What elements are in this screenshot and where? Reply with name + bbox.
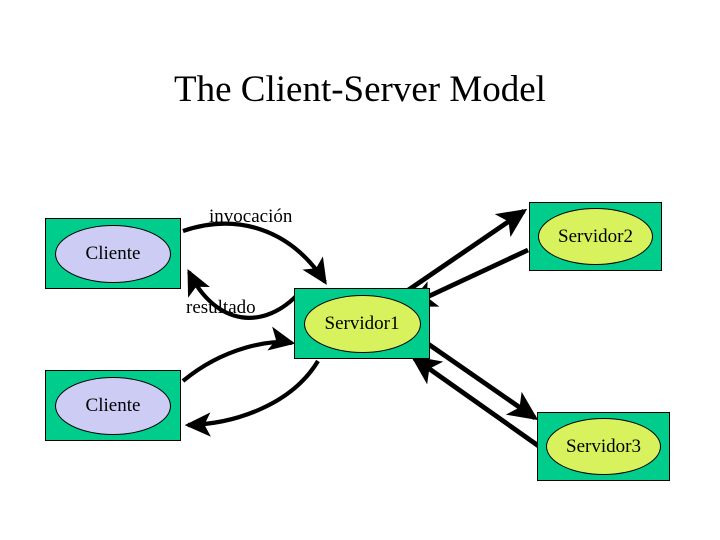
node-cliente-top[interactable]: Cliente: [45, 218, 181, 289]
arrow-servidor1-to-cliente-bottom: [184, 359, 320, 437]
node-servidor1-ellipse: Servidor1: [303, 294, 421, 353]
node-servidor1-label: Servidor1: [324, 312, 400, 334]
arrow-servidor3-to-servidor1: [410, 355, 542, 449]
node-servidor2[interactable]: Servidor2: [529, 202, 662, 271]
arrow-cliente-bottom-to-servidor1: [181, 326, 296, 383]
edge-label-resultado: resultado: [186, 297, 256, 318]
arrow-servidor1-to-servidor2: [402, 208, 528, 295]
node-servidor3-ellipse: Servidor3: [546, 418, 661, 475]
node-servidor2-ellipse: Servidor2: [538, 208, 653, 265]
edge-label-invocacion: invocación: [209, 206, 293, 227]
node-cliente-top-ellipse: Cliente: [55, 224, 171, 283]
node-servidor3-label: Servidor3: [566, 435, 641, 457]
page-title: The Client-Server Model: [174, 69, 546, 110]
node-cliente-bottom-label: Cliente: [85, 394, 141, 416]
node-servidor3[interactable]: Servidor3: [537, 412, 670, 481]
node-cliente-bottom[interactable]: Cliente: [45, 370, 181, 441]
arrow-cliente-top-to-servidor1: [182, 221, 327, 285]
node-servidor1[interactable]: Servidor1: [294, 288, 430, 359]
node-cliente-top-label: Cliente: [85, 242, 141, 264]
node-cliente-bottom-ellipse: Cliente: [55, 376, 171, 435]
node-servidor2-label: Servidor2: [558, 225, 633, 247]
